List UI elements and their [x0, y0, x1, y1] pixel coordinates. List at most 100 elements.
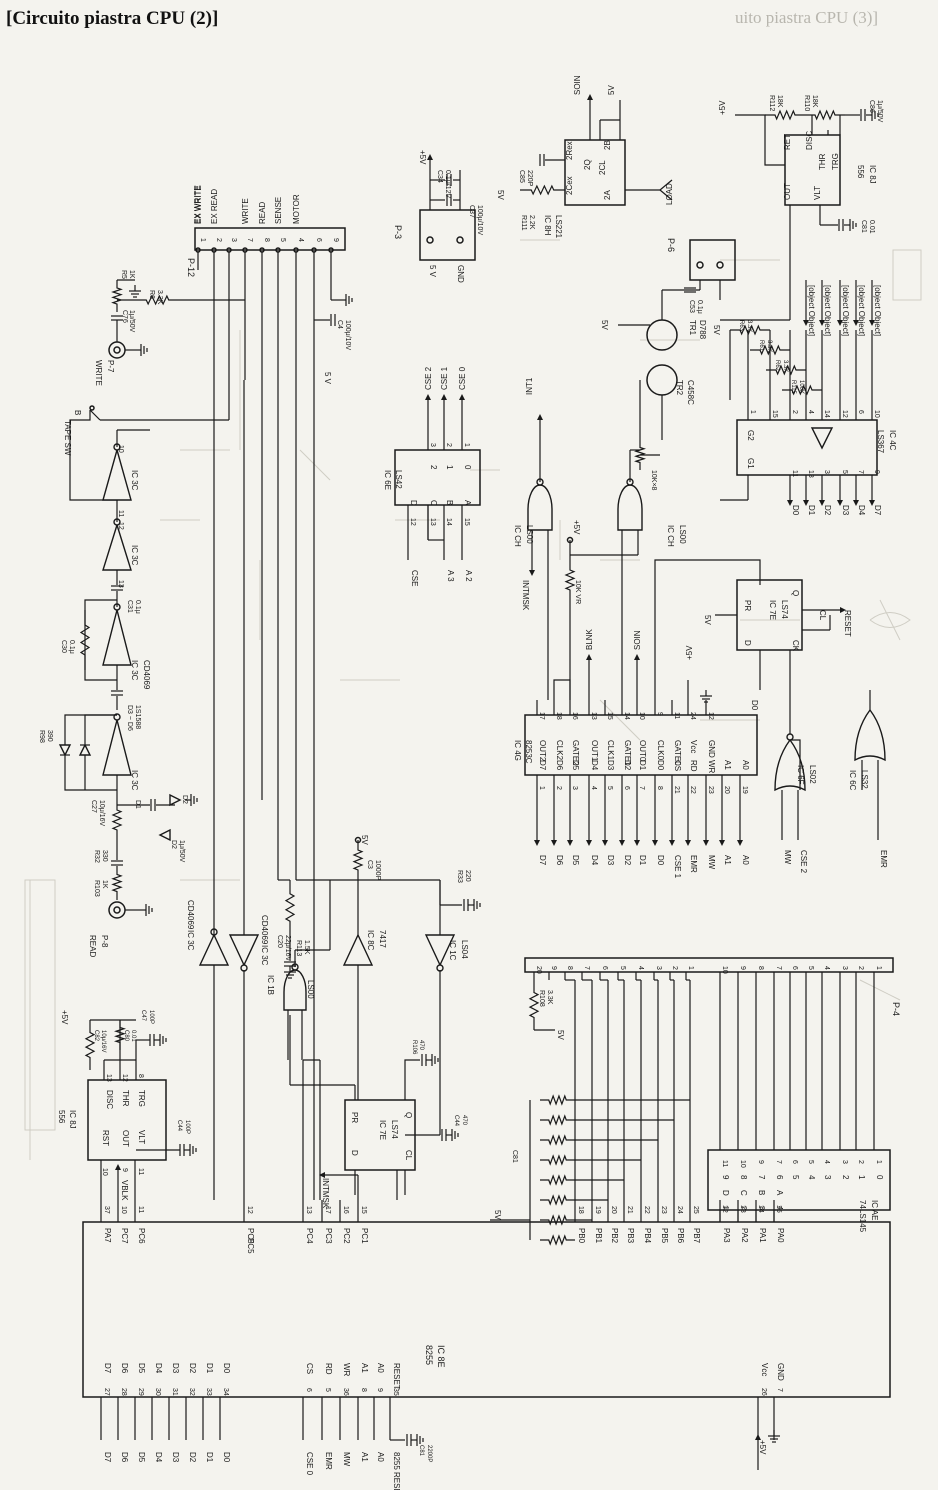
load-label: LOAD: [665, 183, 674, 205]
emr-label: EMR: [689, 855, 698, 873]
ic8j-pin-label: TRG: [831, 153, 840, 170]
ic8e-pin-label: D6: [120, 1363, 129, 1374]
five-v-label: 5V: [600, 320, 609, 330]
c81-ref: C81: [860, 220, 867, 233]
ic1ch-label: IC CH: [513, 525, 522, 547]
r6-value: 3.3K: [156, 290, 163, 305]
ic4c-pin-number: 3: [823, 470, 830, 474]
arrow: [587, 94, 593, 100]
ic4c-pin-number: 1: [749, 410, 756, 414]
c44-ref: C44: [453, 1115, 459, 1127]
arrow: [567, 840, 573, 846]
ic1b-type: LS00: [306, 980, 315, 999]
ic6e-pin-number: 3: [429, 443, 436, 447]
r98-resistor: [111, 800, 123, 840]
ic8e-pin-label: PC6: [137, 1228, 146, 1244]
ic4c-input-label: [object Object]: [841, 285, 850, 336]
ic8e-pin-number: 36: [342, 1388, 349, 1396]
ic4g-pin-number: 24: [689, 712, 696, 720]
ic4g-pin-number: 13: [590, 712, 597, 720]
ic8ae-pin-number: 2: [857, 1160, 864, 1164]
cse1-label: CSE 1: [673, 855, 682, 879]
ic4g-pin-label: D7: [538, 760, 547, 771]
c81-value: 0.01: [868, 220, 875, 234]
ghost-gate: [869, 612, 911, 628]
ic7e-pin-label: CL: [404, 1150, 413, 1161]
schematic-labels: IC 8E825527D728D629D530D431D332D233D134D…: [38, 75, 901, 1490]
ic8e-pin-number: 17: [324, 1206, 331, 1214]
ic7e-type: LS74: [780, 600, 789, 619]
ic8e-pin-label: A1: [360, 1363, 369, 1373]
ic4g-pin-label: CLK0: [656, 740, 665, 761]
pullup-ref: R63: [738, 320, 744, 332]
ic8e-8255: [82, 1221, 891, 1398]
ic8ae-pin-number: 13: [739, 1205, 746, 1213]
ic8ae-pin-label: A: [775, 1190, 784, 1196]
ic4g-pin-number: 1: [538, 786, 545, 790]
ic4c-output-label: D7: [873, 505, 882, 516]
p4-pin-number: 1: [687, 966, 694, 970]
diode-d4: [78, 743, 92, 756]
ic8ae-pin-label: C: [739, 1190, 748, 1196]
ic4c-output-label: D2: [823, 505, 832, 516]
ic4g-pin-label: WR: [707, 760, 716, 774]
reset-8255-label: 8255 RESET: [392, 1452, 401, 1490]
r111-resistor: [520, 184, 565, 196]
p4-pin-number: 2: [671, 966, 678, 970]
ic8ae-pin-number: 7: [775, 1160, 782, 1164]
p4-pin-number: 3: [655, 966, 662, 970]
ic8ae-pin-label: 0: [875, 1175, 884, 1180]
pullup-resistor: [782, 384, 822, 396]
ic8h-pin-label: 2Cex: [565, 176, 574, 195]
ic4c-pin-number: 11: [791, 470, 798, 477]
ic6e-pin-label: C: [429, 500, 438, 506]
ic8e-pin-label: D7: [103, 1363, 112, 1374]
ic6f-type: LS02: [808, 765, 817, 784]
ic7e-pin-label: CK: [791, 640, 800, 652]
ic8j-pin-label: VLT: [137, 1130, 146, 1144]
ic3c-label: IC 3C: [260, 945, 269, 966]
ic4g-name: IC 4G: [513, 740, 522, 761]
ic8e-pin-number: 22: [643, 1206, 650, 1214]
ic8h-pin-label: 2A: [603, 190, 612, 200]
ic8e-pin-label: PB0: [577, 1228, 586, 1244]
tape-sw-loop: [69, 410, 118, 501]
five-v-label: 5V: [496, 190, 505, 200]
ic8ae-pin-label: 9: [721, 1175, 730, 1180]
arrow: [853, 500, 859, 506]
ic8e-pin-label: Vcc: [760, 1363, 769, 1376]
p12-pin-number: 4: [297, 238, 304, 242]
ic8e-pin-label: PB6: [676, 1228, 685, 1244]
d3-d6-ref: R98: [38, 730, 45, 743]
r114-ref: C80: [123, 1030, 129, 1042]
ic8h-pin-label: 2Q: [583, 159, 592, 170]
p12-pin-label: SENSE: [274, 197, 283, 224]
arrow: [819, 320, 825, 326]
ic8e-pin-number: 11: [137, 1206, 144, 1213]
c81-value: 2200P: [426, 1445, 432, 1462]
ic4c-pin-number: 14: [823, 410, 830, 418]
mw-label: MW: [342, 1452, 351, 1467]
five-v-label: 5V: [703, 615, 712, 625]
ic8h-name: IC 8H: [543, 215, 552, 236]
diode-d2: [158, 828, 171, 842]
intmsk-label: INTMSK: [321, 1178, 330, 1209]
cse-select-label: CSE 0: [458, 366, 467, 390]
ic8e-pin-number: 7: [776, 1388, 783, 1392]
ic4c-pin-number: 5: [841, 470, 848, 474]
cse-label: CSE: [410, 570, 419, 586]
r103-resistor: [352, 840, 364, 880]
ic8e-pin-label: PC2: [342, 1228, 351, 1244]
c85-value: 220P: [526, 170, 533, 187]
ic4c-pin-number: 13: [807, 470, 814, 478]
ic1b-label: IC 1B: [266, 975, 275, 995]
ic4g-data-label: D7: [538, 855, 547, 866]
ic1ch2-nand: [617, 484, 643, 531]
resistor-pack-10k: [540, 1114, 575, 1126]
c53-value: 0.1μ: [696, 300, 703, 314]
ic4g-pin-label: CLK1: [606, 740, 615, 761]
c20-ref: R113: [295, 940, 302, 956]
ic4g-pin-label: CS: [673, 760, 682, 771]
ic3c-label: IC 3C: [130, 660, 139, 681]
